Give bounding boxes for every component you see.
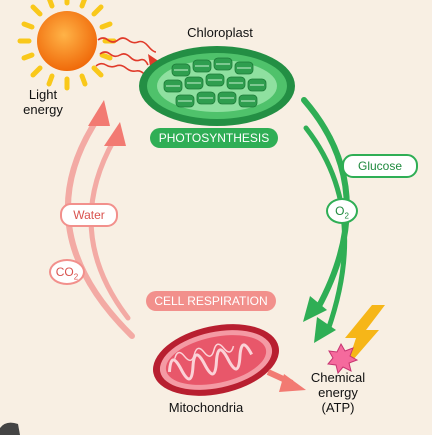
photosynthesis-label: PHOTOSYNTHESIS bbox=[150, 128, 278, 148]
chloroplast-label: Chloroplast bbox=[187, 25, 253, 40]
pink-arrows bbox=[64, 115, 135, 339]
water-label: Water bbox=[60, 203, 118, 227]
atp-output-arrow bbox=[266, 369, 306, 392]
corner-shape bbox=[0, 422, 20, 435]
light-rays bbox=[95, 37, 157, 76]
mitochondria-icon bbox=[153, 324, 279, 396]
chemical-energy-label: Chemical energy (ATP) bbox=[310, 370, 366, 415]
starburst-icon bbox=[327, 342, 359, 375]
mitochondria-label: Mitochondria bbox=[168, 400, 244, 415]
lightning-bolt-icon bbox=[345, 305, 385, 368]
pink-arrowhead bbox=[104, 122, 126, 146]
sun-icon bbox=[17, 0, 117, 91]
co2-label: CO2 bbox=[49, 259, 85, 285]
cell-respiration-label: CELL RESPIRATION bbox=[146, 291, 276, 311]
green-arrowhead bbox=[314, 317, 336, 343]
o2-label: O2 bbox=[326, 198, 358, 224]
pink-arrowhead bbox=[88, 100, 110, 126]
glucose-label: Glucose bbox=[342, 154, 418, 178]
light-energy-label: Light energy bbox=[23, 87, 63, 117]
chloroplast-icon bbox=[139, 46, 295, 126]
green-arrowhead bbox=[303, 296, 327, 322]
